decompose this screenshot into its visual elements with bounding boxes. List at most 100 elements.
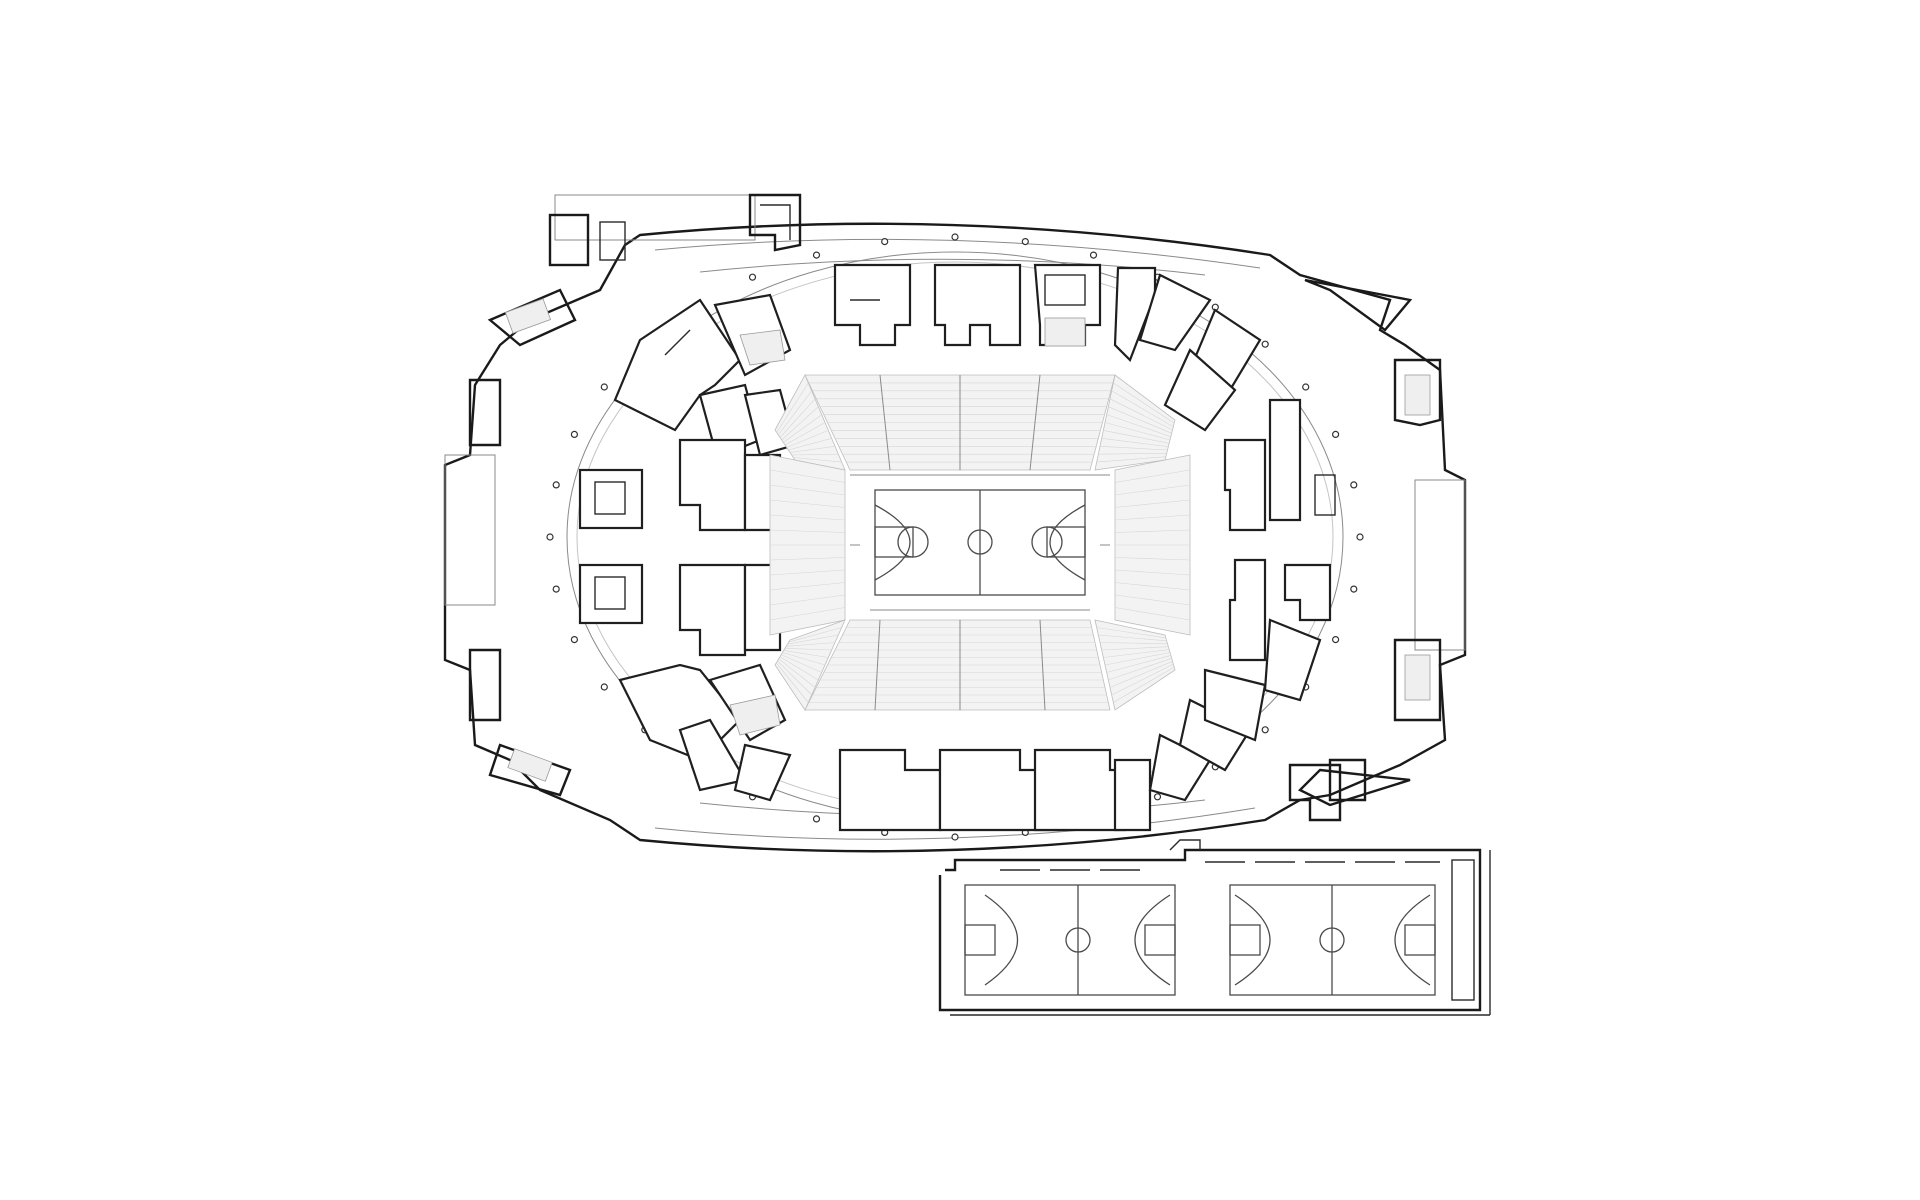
seat-row <box>1104 422 1171 441</box>
seat-row <box>1113 666 1175 703</box>
seat-row <box>1114 557 1191 561</box>
seat-row <box>1108 658 1172 681</box>
seat-row <box>1114 569 1191 576</box>
seat-row <box>1103 430 1170 444</box>
seat-row <box>1109 398 1173 431</box>
seat-row <box>1101 646 1169 651</box>
east-entrance <box>1328 358 1466 802</box>
structural-column <box>600 383 608 391</box>
seat-row <box>778 658 816 688</box>
seat-row <box>769 499 846 508</box>
seat-row <box>1114 484 1191 496</box>
seat-row <box>786 642 836 647</box>
structural-column <box>1350 585 1358 593</box>
seat-row <box>769 557 846 561</box>
seat-row <box>776 382 809 433</box>
seat-row <box>781 654 822 673</box>
seat-row <box>1108 406 1172 434</box>
seat-row <box>1114 514 1191 521</box>
seat-row <box>1104 652 1171 666</box>
seat-row <box>787 634 839 645</box>
seat-row <box>783 650 829 658</box>
practice-court-1 <box>964 884 1176 996</box>
structural-column <box>1356 533 1364 541</box>
structural-column <box>552 585 560 593</box>
structural-column <box>600 683 608 691</box>
seating-aisle <box>1039 619 1046 711</box>
structural-column <box>881 238 889 246</box>
structural-column <box>1261 340 1269 348</box>
southwest-rooms <box>618 663 792 802</box>
structural-column <box>552 481 560 489</box>
northwest-service-block <box>548 193 802 267</box>
structural-column <box>570 430 579 438</box>
seat-row <box>788 438 832 451</box>
seat-row <box>784 648 832 651</box>
structural-column <box>1331 635 1340 644</box>
seating-aisle <box>1029 374 1041 471</box>
structural-column <box>748 273 757 281</box>
structural-column <box>570 635 579 644</box>
seat-row <box>788 627 842 643</box>
seat-row <box>1114 499 1191 508</box>
seat-row <box>789 446 836 453</box>
seat-row <box>1101 438 1169 447</box>
structural-column <box>1021 238 1029 246</box>
seat-row <box>769 469 846 483</box>
west-entrance <box>444 288 577 797</box>
seat-row <box>784 422 826 446</box>
seat-row <box>777 660 812 696</box>
seat-row <box>793 457 842 463</box>
seat-row <box>1111 390 1174 427</box>
seat-row <box>1111 663 1174 696</box>
structural-column <box>1153 793 1162 801</box>
structural-column <box>951 233 959 241</box>
structural-column <box>546 533 554 541</box>
seat-row <box>769 582 846 591</box>
seat-row <box>791 453 839 456</box>
structural-column <box>1331 430 1340 438</box>
seat-row <box>1103 649 1170 658</box>
seating-bowl <box>769 374 1191 711</box>
seat-row <box>769 529 846 533</box>
seat-row <box>1096 456 1166 463</box>
structural-column <box>812 251 821 259</box>
annex-link <box>1169 763 1342 851</box>
seat-row <box>779 398 816 438</box>
seat-row <box>769 569 846 576</box>
seat-row <box>1114 469 1191 483</box>
structural-column <box>1302 383 1310 391</box>
structural-column <box>1350 481 1358 489</box>
seat-row <box>786 430 829 448</box>
seat-row <box>1106 414 1171 437</box>
seat-row <box>769 484 846 496</box>
seat-row <box>769 607 846 621</box>
seat-row <box>1099 642 1168 645</box>
structural-column <box>812 815 821 823</box>
seat-row <box>1114 594 1191 606</box>
seat-row <box>1113 382 1175 424</box>
structural-column <box>951 833 959 841</box>
seat-row <box>1114 529 1191 533</box>
practice-court-2 <box>1229 884 1436 996</box>
seat-row <box>1099 446 1168 451</box>
seat-row <box>783 414 822 443</box>
seat-row <box>781 406 819 441</box>
seat-row <box>1106 655 1171 673</box>
practice-court-annex <box>938 848 1491 1016</box>
seating-section <box>774 619 846 711</box>
seat-row <box>1114 582 1191 591</box>
seat-row <box>782 652 826 666</box>
seat-row <box>1114 607 1191 621</box>
east-rooms <box>1223 398 1336 702</box>
seat-row <box>1098 453 1167 455</box>
seat-row <box>1096 627 1166 639</box>
structural-column <box>1261 726 1269 734</box>
seating-section <box>1094 374 1176 471</box>
seat-row <box>1109 661 1173 688</box>
seating-aisle <box>879 374 891 471</box>
seat-row <box>769 594 846 606</box>
north-rooms <box>833 263 1262 432</box>
seat-row <box>779 656 819 681</box>
seat-row <box>769 514 846 521</box>
